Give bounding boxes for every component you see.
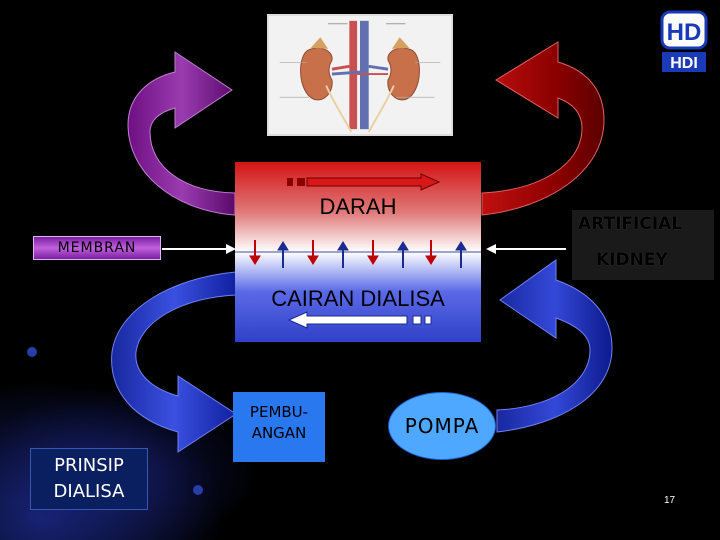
drain-box: PEMBU- ANGAN	[233, 392, 325, 462]
dialyzer-box: DARAH CAIRAN DIALISA	[235, 162, 481, 342]
hd-logo: HD HDI	[656, 8, 712, 74]
artificial-text: ARTIFICIAL	[578, 214, 683, 234]
title-line-2: DIALISA	[53, 481, 125, 502]
logo-hd-text: HD	[667, 19, 702, 46]
drain-line-2: ANGAN	[251, 424, 307, 442]
kidney-text: KIDNEY	[596, 250, 668, 270]
artificial-kidney-label: ARTIFICIAL KIDNEY	[572, 210, 714, 280]
decor-dot	[193, 485, 203, 495]
blue-arrow-right	[496, 259, 613, 433]
membrane-label: MEMBRAN	[33, 236, 161, 260]
label-blood: DARAH	[319, 194, 397, 219]
label-dialysate: CAIRAN DIALISA	[271, 286, 445, 311]
page-number: 17	[664, 495, 676, 506]
blue-arrow-left	[111, 271, 237, 453]
decor-dot	[27, 347, 37, 357]
flow-arrows	[235, 173, 481, 329]
dark-red-arrow	[481, 41, 605, 216]
title-box: PRINSIP DIALISA	[30, 448, 148, 510]
pump-ellipse: POMPA	[388, 392, 496, 460]
drain-line-1: PEMBU-	[249, 403, 309, 421]
title-line-1: PRINSIP	[54, 455, 124, 476]
purple-arrow	[127, 51, 236, 216]
kidney-anatomy-image	[267, 14, 453, 136]
logo-hdi-text: HDI	[670, 55, 698, 72]
